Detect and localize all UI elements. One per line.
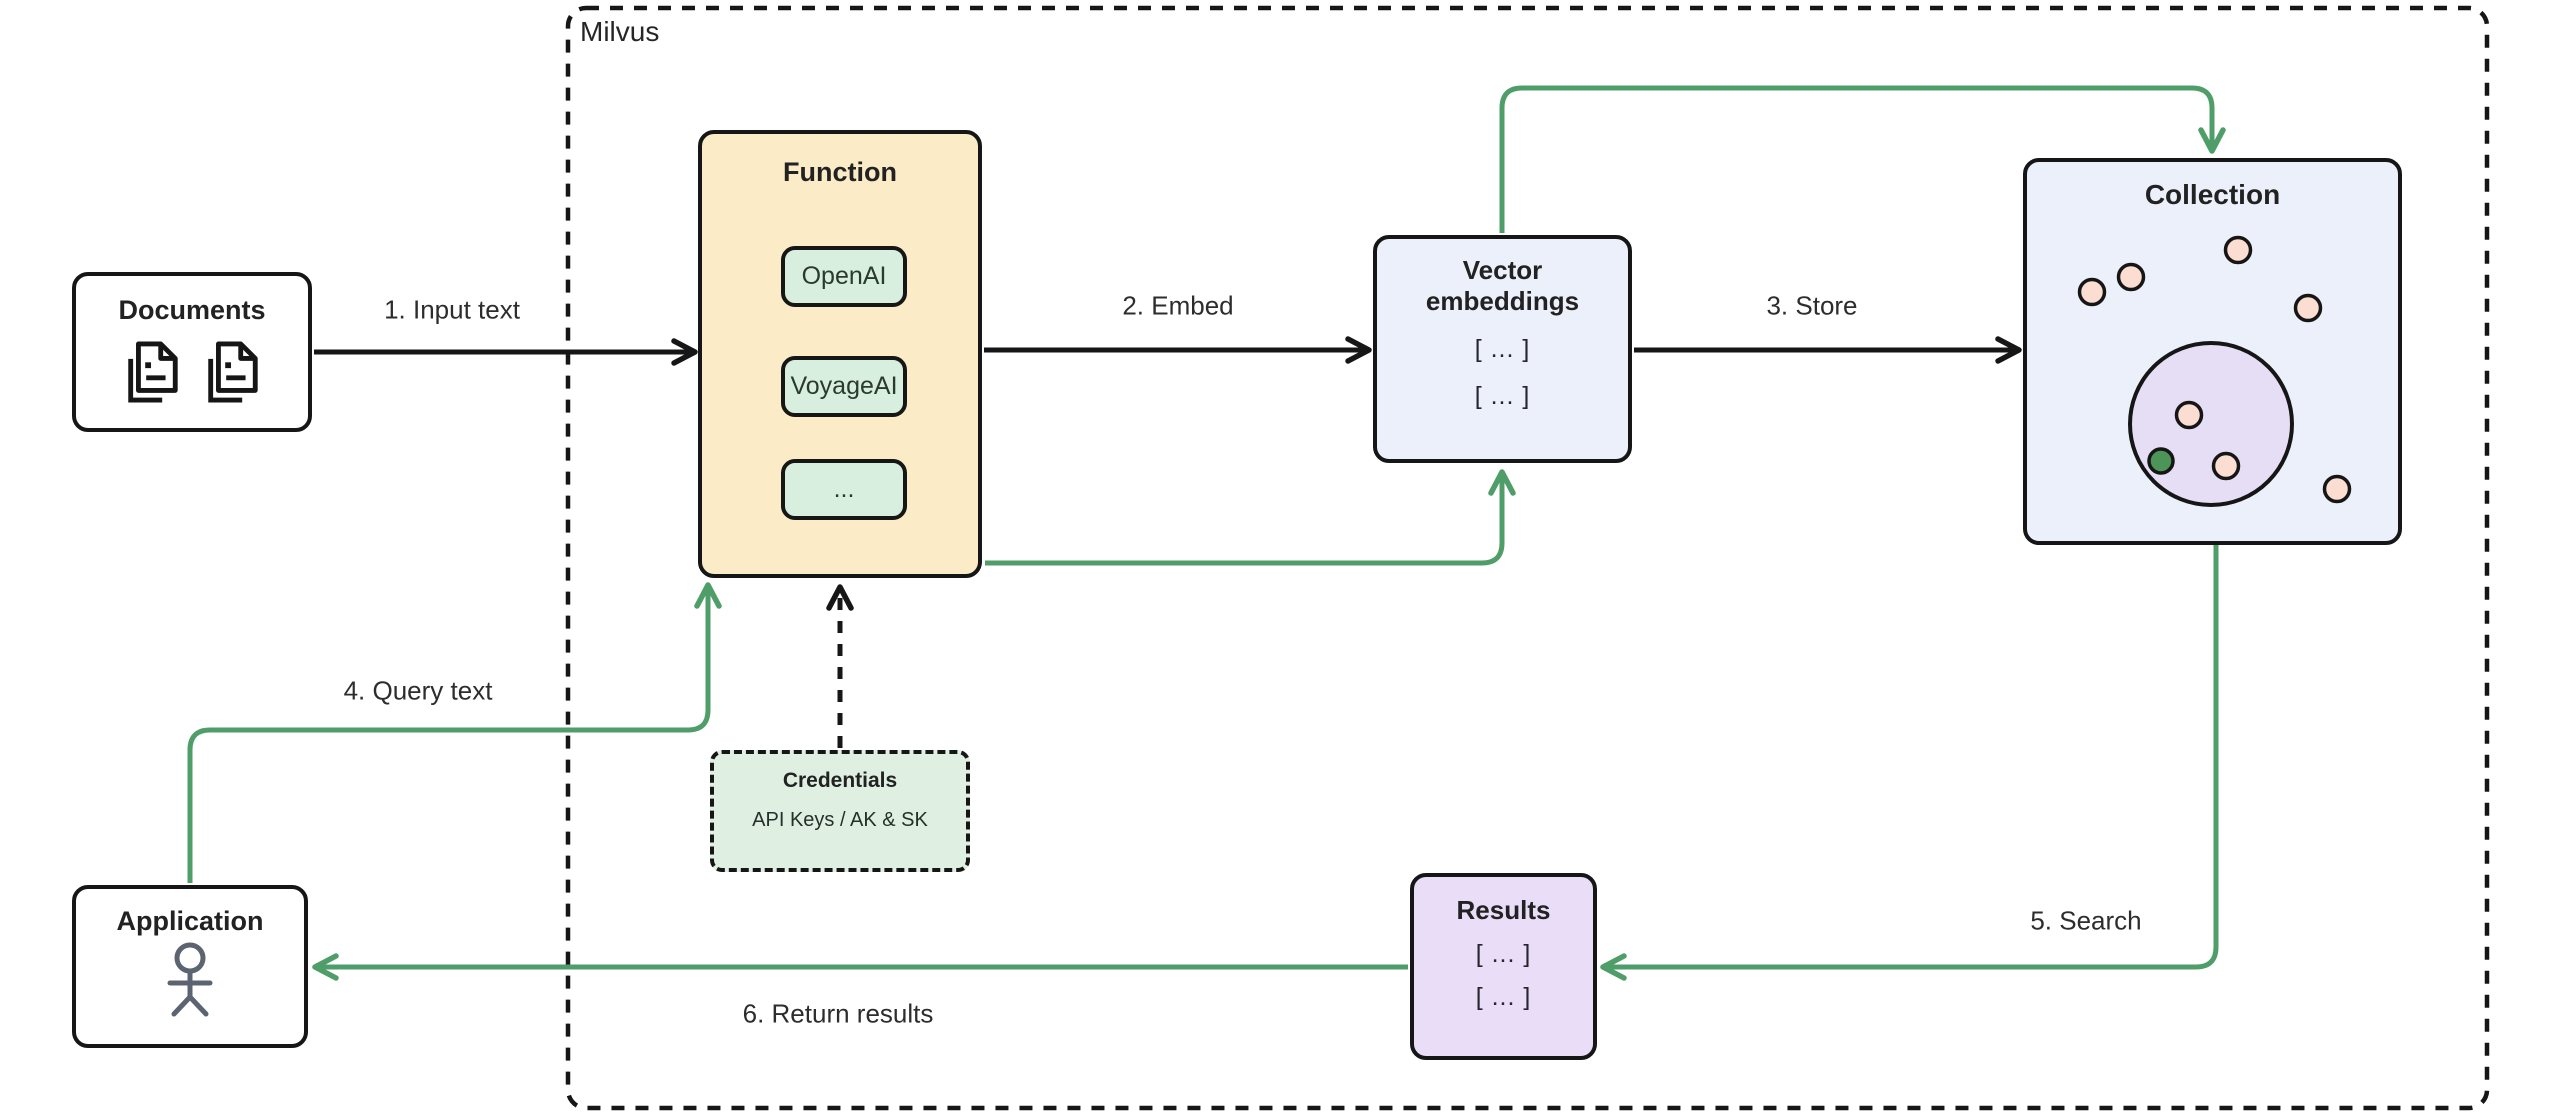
collection-title: Collection	[2144, 179, 2281, 210]
milvus-container-label: Milvus	[580, 16, 660, 47]
credentials-node: Credentials API Keys / AK & SK	[710, 750, 970, 872]
document-icon	[208, 341, 258, 403]
edge-label-embed: 2. Embed	[1122, 290, 1234, 321]
documents-node: Documents	[72, 272, 312, 432]
edge-label-input-text: 1. Input text	[384, 294, 520, 325]
function-title: Function	[783, 157, 897, 187]
edge-label-query-text: 4. Query text	[343, 675, 493, 706]
collection-node: Collection	[2023, 158, 2402, 545]
vector-embeddings-node: Vector embeddings [ ... ] [ ... ]	[1373, 235, 1632, 463]
application-title: Application	[116, 906, 264, 936]
document-icon	[128, 341, 178, 403]
person-icon	[76, 941, 304, 1021]
results-node: Results [ ... ] [ ... ]	[1410, 873, 1597, 1060]
arrow-query-text	[187, 582, 722, 883]
results-title: Results	[1456, 895, 1551, 925]
credentials-subtitle: API Keys / AK & SK	[752, 809, 928, 832]
model-chip-openai: OpenAI	[781, 246, 907, 307]
embedding-row: [ ... ]	[1474, 335, 1531, 364]
result-row: [ ... ]	[1475, 940, 1532, 969]
edge-label-store: 3. Store	[1766, 290, 1858, 321]
credentials-title: Credentials	[782, 769, 898, 792]
edge-label-return-results: 6. Return results	[742, 998, 934, 1029]
arrow-search	[1600, 545, 2219, 981]
model-chip-more: ...	[781, 459, 907, 520]
arrow-function-to-embeddings	[985, 469, 1516, 566]
document-icons	[76, 336, 308, 408]
application-node: Application	[72, 885, 308, 1048]
vector-embeddings-title: Vector embeddings	[1425, 255, 1580, 317]
edge-label-search: 5. Search	[2030, 905, 2142, 936]
function-node: Function OpenAI VoyageAI ...	[698, 130, 982, 578]
result-row: [ ... ]	[1475, 983, 1532, 1012]
model-chip-voyageai: VoyageAI	[781, 356, 907, 417]
documents-title: Documents	[118, 295, 266, 325]
embedding-row: [ ... ]	[1474, 382, 1531, 411]
